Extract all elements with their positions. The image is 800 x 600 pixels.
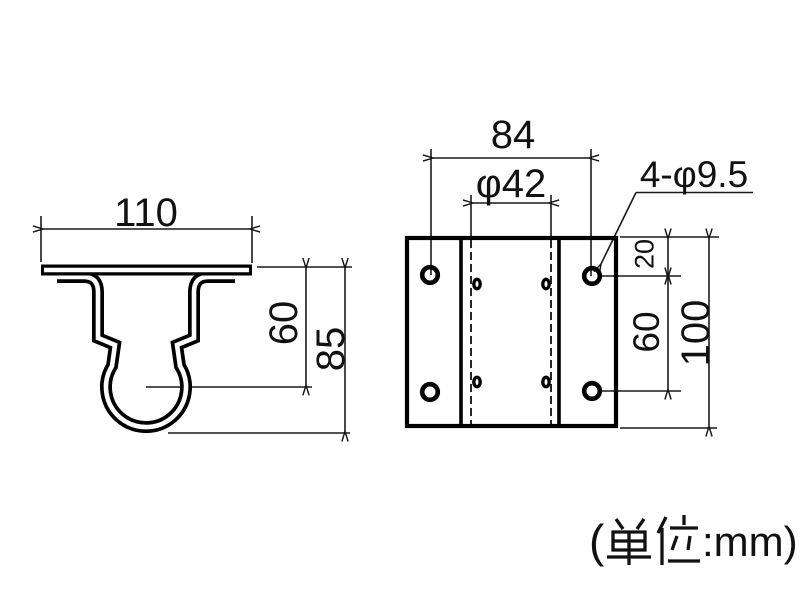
bolt-hole-bottom-left (419, 381, 441, 403)
dim-text-100: 100 (674, 300, 718, 367)
rivet-hole-top-left (472, 277, 482, 291)
leader-arrow-holes (601, 192, 637, 265)
front-view: 84 φ42 4-φ9.5 20 60 100 (404, 113, 753, 429)
rivet-hole-bottom-right (541, 375, 551, 389)
cradle-profile-core (57, 274, 235, 430)
dim-text-84: 84 (491, 113, 536, 157)
dim-text-60-side: 60 (262, 301, 306, 346)
unit-note: ( :mm) (589, 515, 798, 567)
bolt-hole-bottom-right (581, 380, 603, 402)
plate-outline (404, 235, 619, 429)
kanji-tan-icon (607, 518, 651, 565)
rivet-hole-bottom-left (472, 375, 482, 389)
cradle-profile-outer (57, 271, 235, 433)
unit-open-paren: ( (589, 515, 605, 567)
bolt-hole-top-left (419, 264, 441, 286)
dim-text-phi42: φ42 (476, 162, 546, 206)
dim-text-85: 85 (309, 327, 353, 372)
side-view: 110 60 85 (41, 191, 353, 433)
dim-text-20: 20 (629, 239, 659, 269)
dim-text-4-phi9.5: 4-φ9.5 (640, 154, 748, 195)
bolt-hole-top-right (581, 265, 603, 287)
rivet-hole-top-right (541, 277, 551, 291)
dim-text-110: 110 (114, 191, 178, 235)
kanji-i-icon (656, 515, 700, 565)
unit-suffix: :mm) (702, 518, 798, 565)
dim-text-60-front: 60 (626, 311, 667, 352)
